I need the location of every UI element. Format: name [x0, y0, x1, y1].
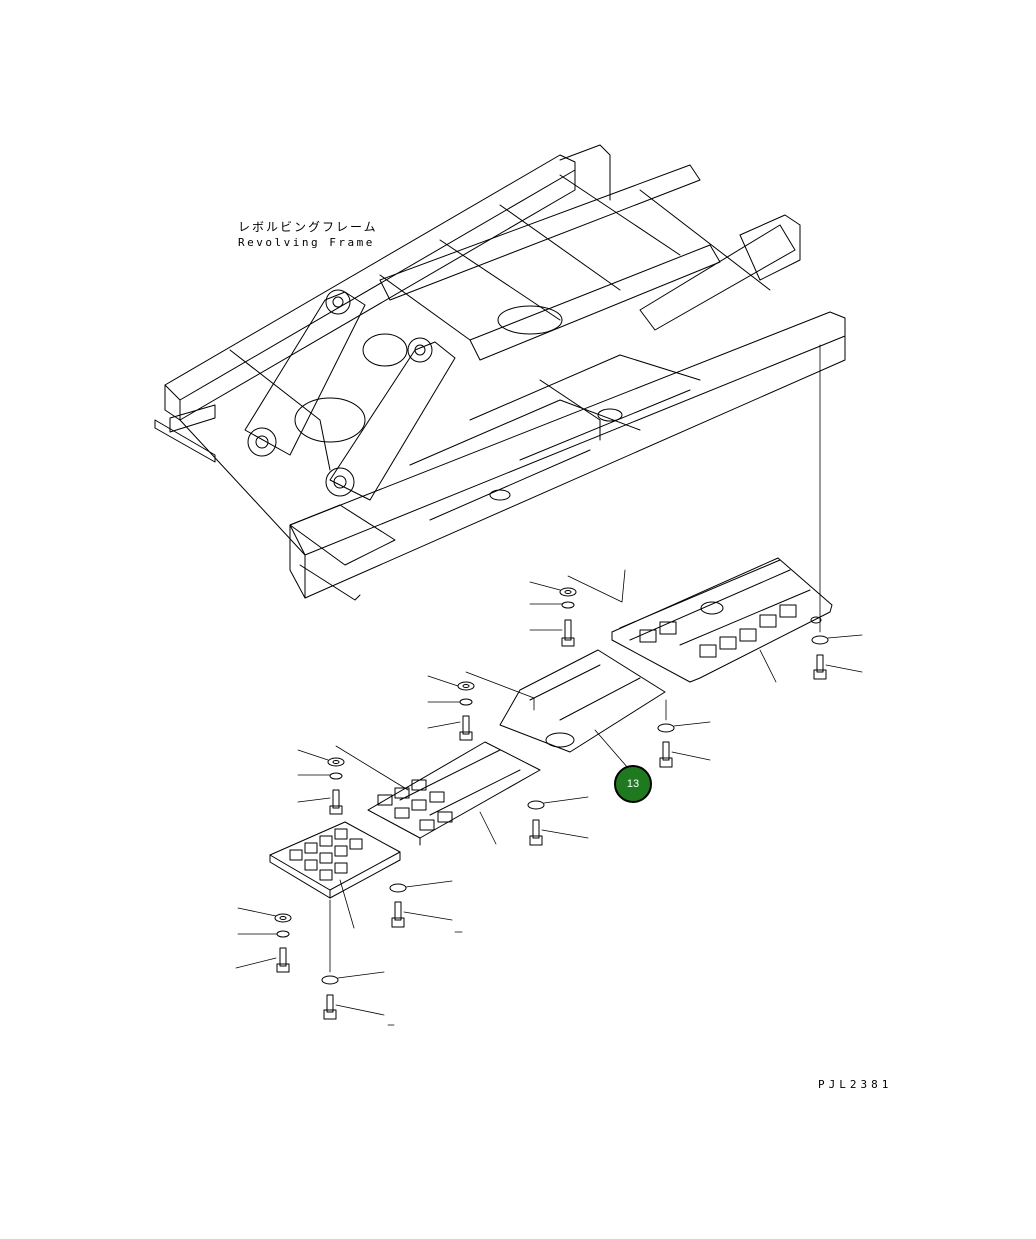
- undercover-panel-1: [611, 557, 833, 683]
- frame-label-english: Revolving Frame: [238, 236, 375, 249]
- drawing-number: PJL2381: [818, 1078, 893, 1091]
- undercover-panel-2: [499, 649, 666, 753]
- undercover-panel-4: [269, 821, 401, 899]
- undercover-panel-3: [367, 741, 541, 846]
- leader-lines: [235, 344, 863, 1026]
- revolving-frame: [154, 144, 846, 601]
- frame-label-japanese: レボルビングフレーム: [238, 220, 378, 234]
- callout-number: 13: [626, 778, 640, 790]
- hardware: [274, 587, 829, 1020]
- part-callout-13[interactable]: 13: [614, 765, 652, 803]
